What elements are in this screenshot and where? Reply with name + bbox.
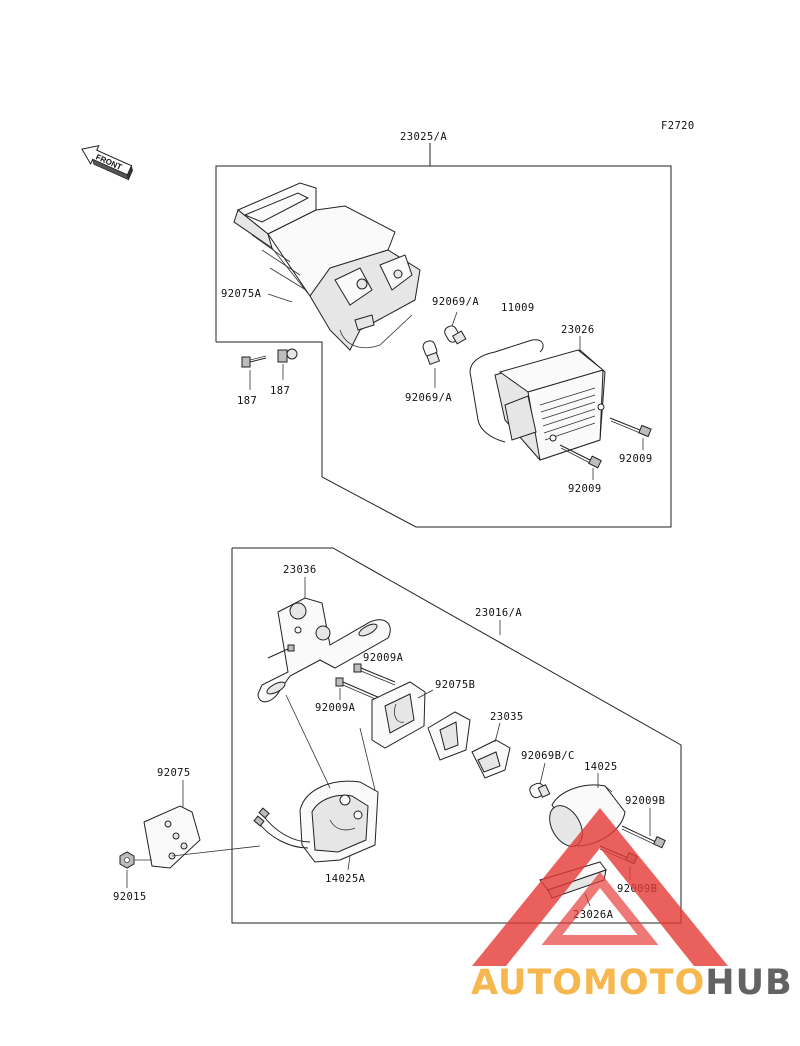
label-11009: 11009 [501,302,535,314]
svg-text:AUTOMOTOHUB: AUTOMOTOHUB [471,963,793,1003]
label-187-right: 187 [270,385,290,397]
label-14025: 14025 [584,761,618,773]
label-92009-bottom: 92009 [568,483,602,495]
label-23025A: 23025/A [400,131,447,143]
label-92009-right: 92009 [619,453,653,465]
label-23036: 23036 [283,564,317,576]
reflector-plate-92075 [143,805,201,869]
watermark-text-hub: HUB [705,963,792,1003]
label-92015: 92015 [113,891,147,903]
wire-harness [253,807,311,849]
label-92069A-bottom: 92069/A [405,392,452,404]
gasket [427,711,471,761]
screw-92009A-bottom [335,677,381,702]
screw-92009-right [609,417,652,438]
screw-187-right [277,348,298,363]
label-92069A-top: 92069/A [432,296,479,308]
label-23035: 23035 [490,711,524,723]
watermark-text-automoto: AUTOMOTO [471,963,705,1003]
screw-92009-bottom [559,444,602,469]
label-92009A-bottom: 92009A [315,702,356,714]
lamp-base-92075B [371,681,426,749]
label-23016A: 23016/A [475,607,522,619]
license-lamp-14025A [299,780,379,863]
lower-assembly-frame: 23016/A [231,547,682,924]
label-92075A: 92075A [221,288,262,300]
bulb-bottom [422,340,441,388]
label-92075: 92075 [157,767,191,779]
screw-187-left [241,355,267,368]
upper-assembly-frame: 23025/A [215,131,672,528]
label-92009B-top: 92009B [625,795,665,807]
label-23026: 23026 [561,324,595,336]
front-arrow-icon: FRONT [81,145,133,181]
tail-lamp-lens [233,182,421,351]
label-23026A: 23026A [573,909,614,921]
reflector-housing [469,339,606,461]
label-92009A-top: 92009A [363,652,404,664]
figure-code: F2720 [661,120,695,132]
bulb-92069BC [529,782,551,799]
nut-92015 [119,851,135,869]
screw-92009A-top [353,663,396,686]
bulb-top [444,311,467,345]
socket-23035 [471,739,511,779]
label-187-left: 187 [237,395,257,407]
screw-92009B-top [621,825,666,849]
label-14025A: 14025A [325,873,366,885]
license-bracket [257,597,391,703]
label-92069BC: 92069B/C [521,750,575,762]
watermark-logo: AUTOMOTOHUB [471,808,793,1003]
label-92075B: 92075B [435,679,475,691]
